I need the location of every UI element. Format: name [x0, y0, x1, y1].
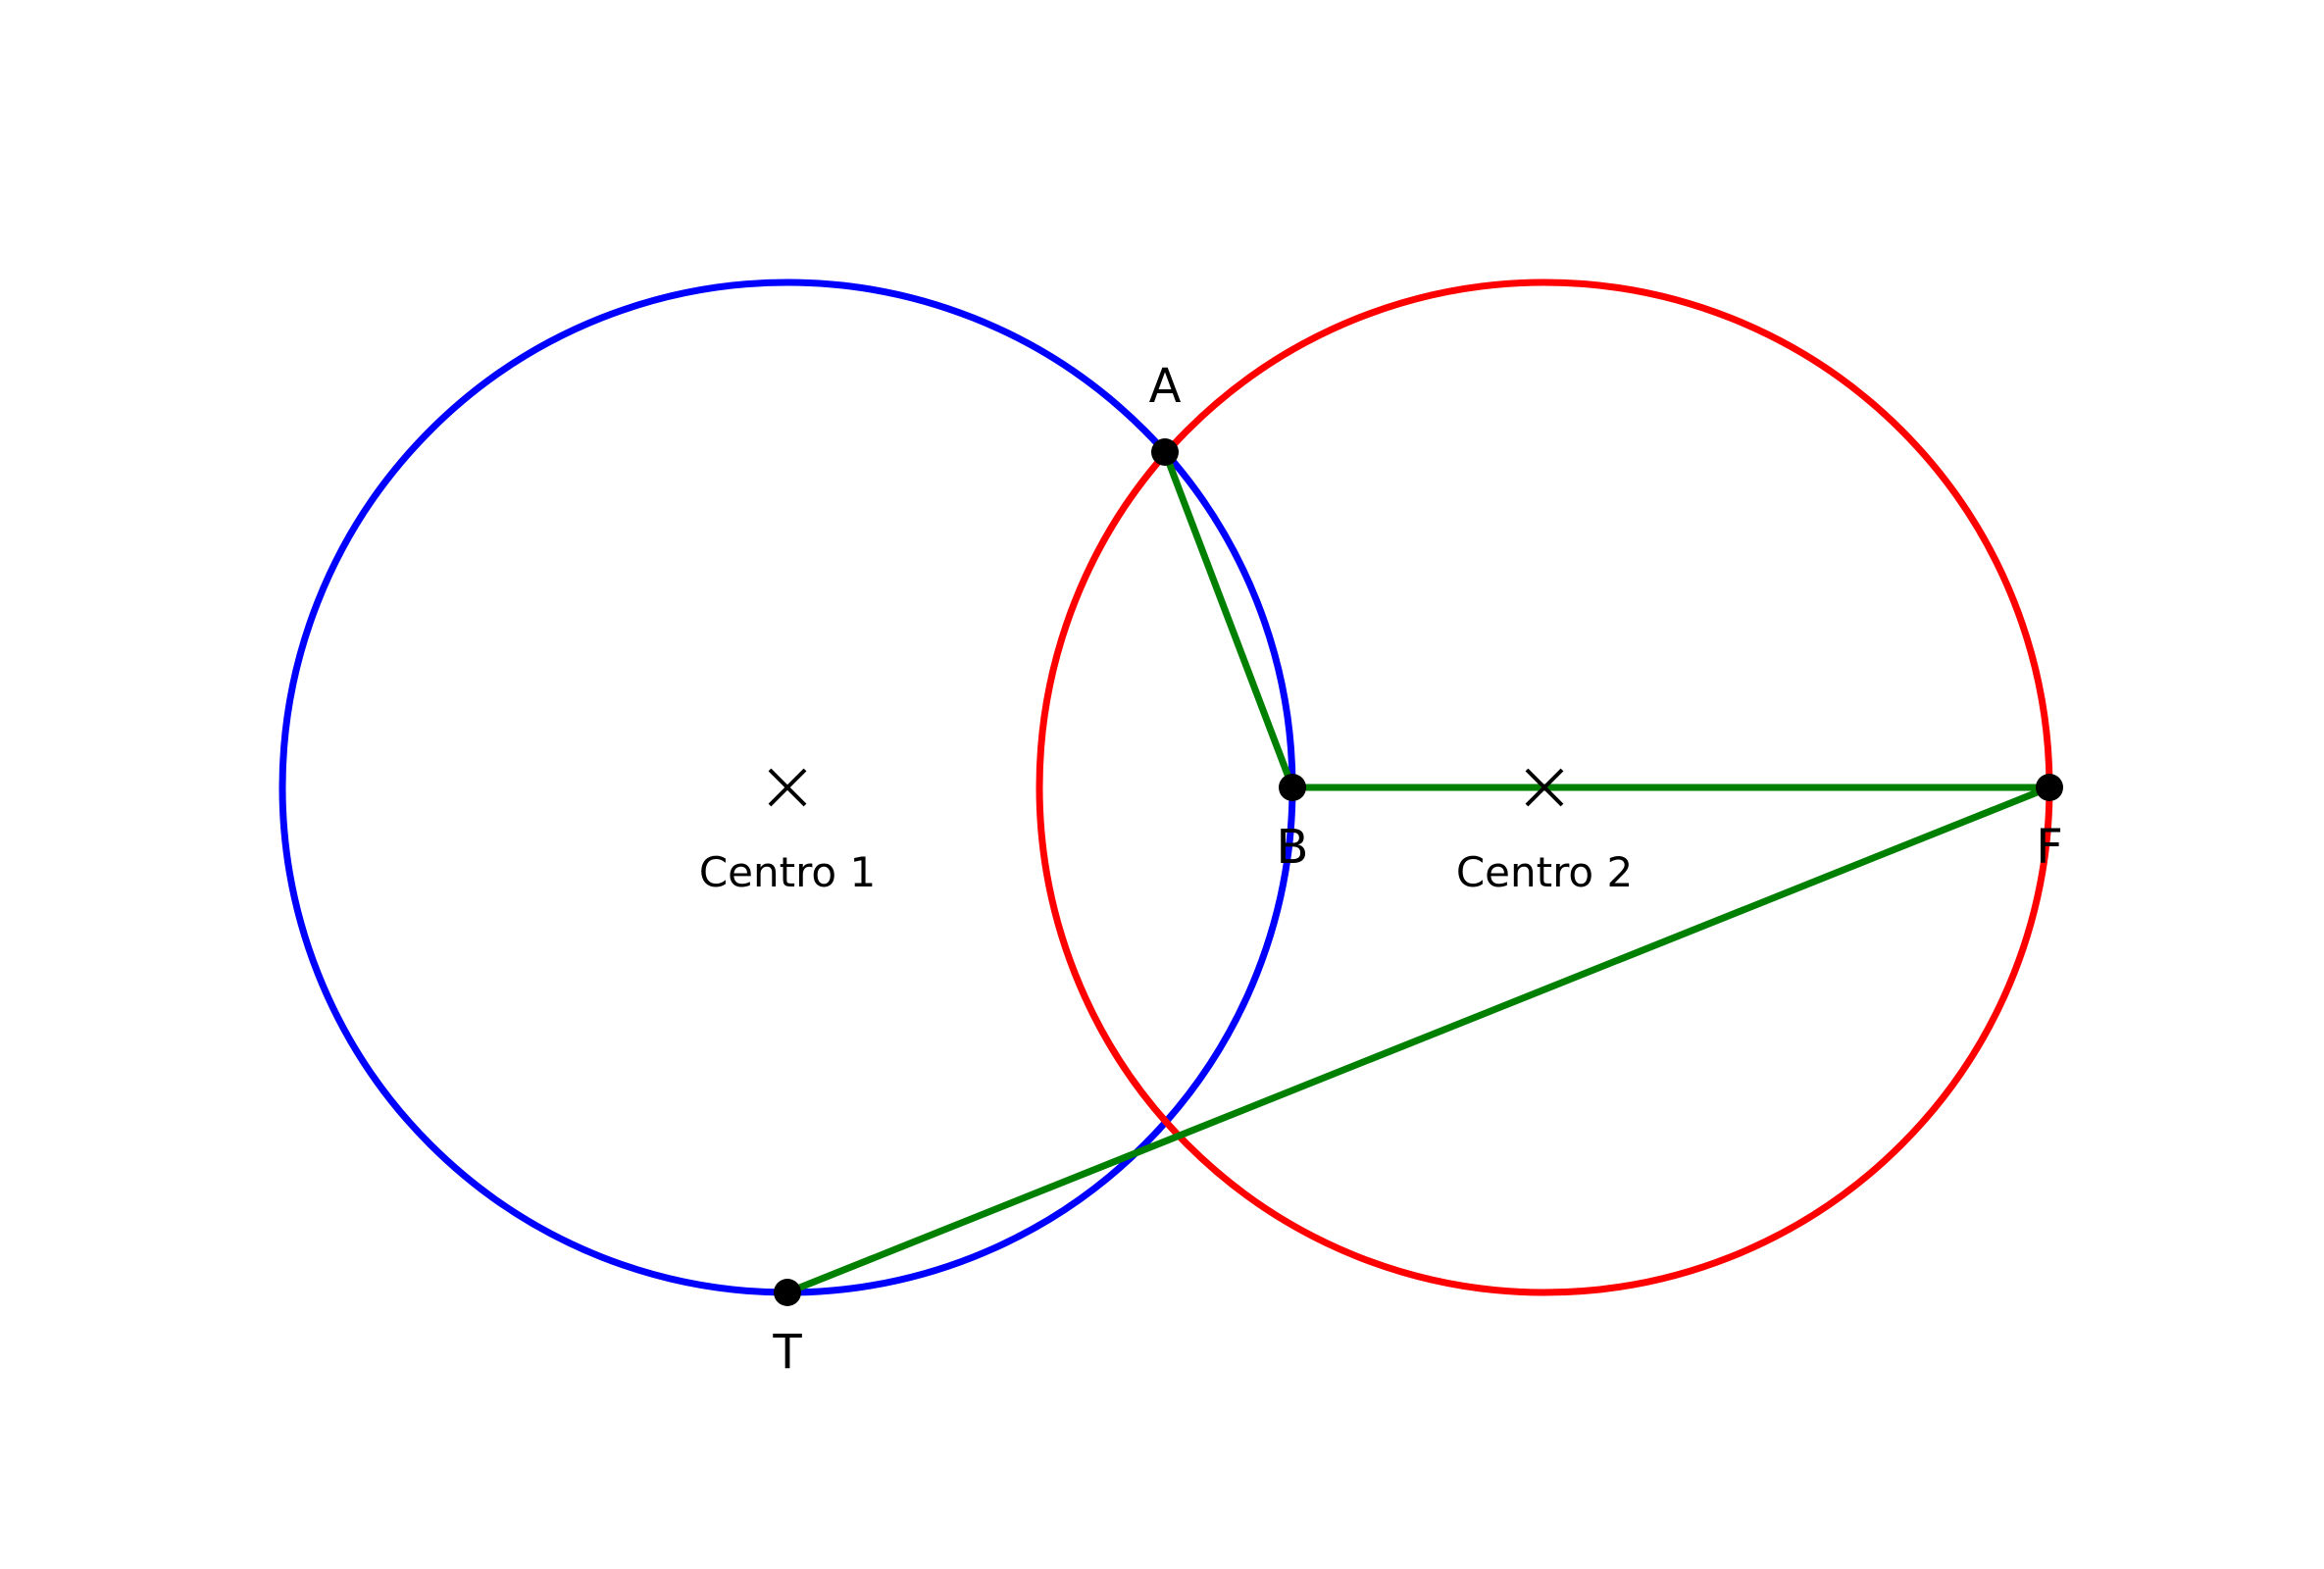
point-f: [2036, 774, 2063, 801]
center-1-label: Centro 1: [699, 848, 876, 896]
center-2-label: Centro 2: [1456, 848, 1633, 896]
segment-a-b: [1161, 450, 1296, 789]
point-b: [1279, 774, 1306, 801]
center-2-x-mark: [1525, 768, 1564, 807]
point-a-label: A: [1149, 359, 1182, 414]
point-a: [1151, 438, 1179, 466]
point-t-label: T: [772, 1325, 802, 1380]
segment-f-t: [785, 784, 2051, 1296]
point-f-label: F: [2036, 820, 2063, 875]
center-1-x-mark: [768, 768, 807, 807]
point-t: [774, 1279, 801, 1306]
point-b-label: B: [1277, 820, 1309, 875]
